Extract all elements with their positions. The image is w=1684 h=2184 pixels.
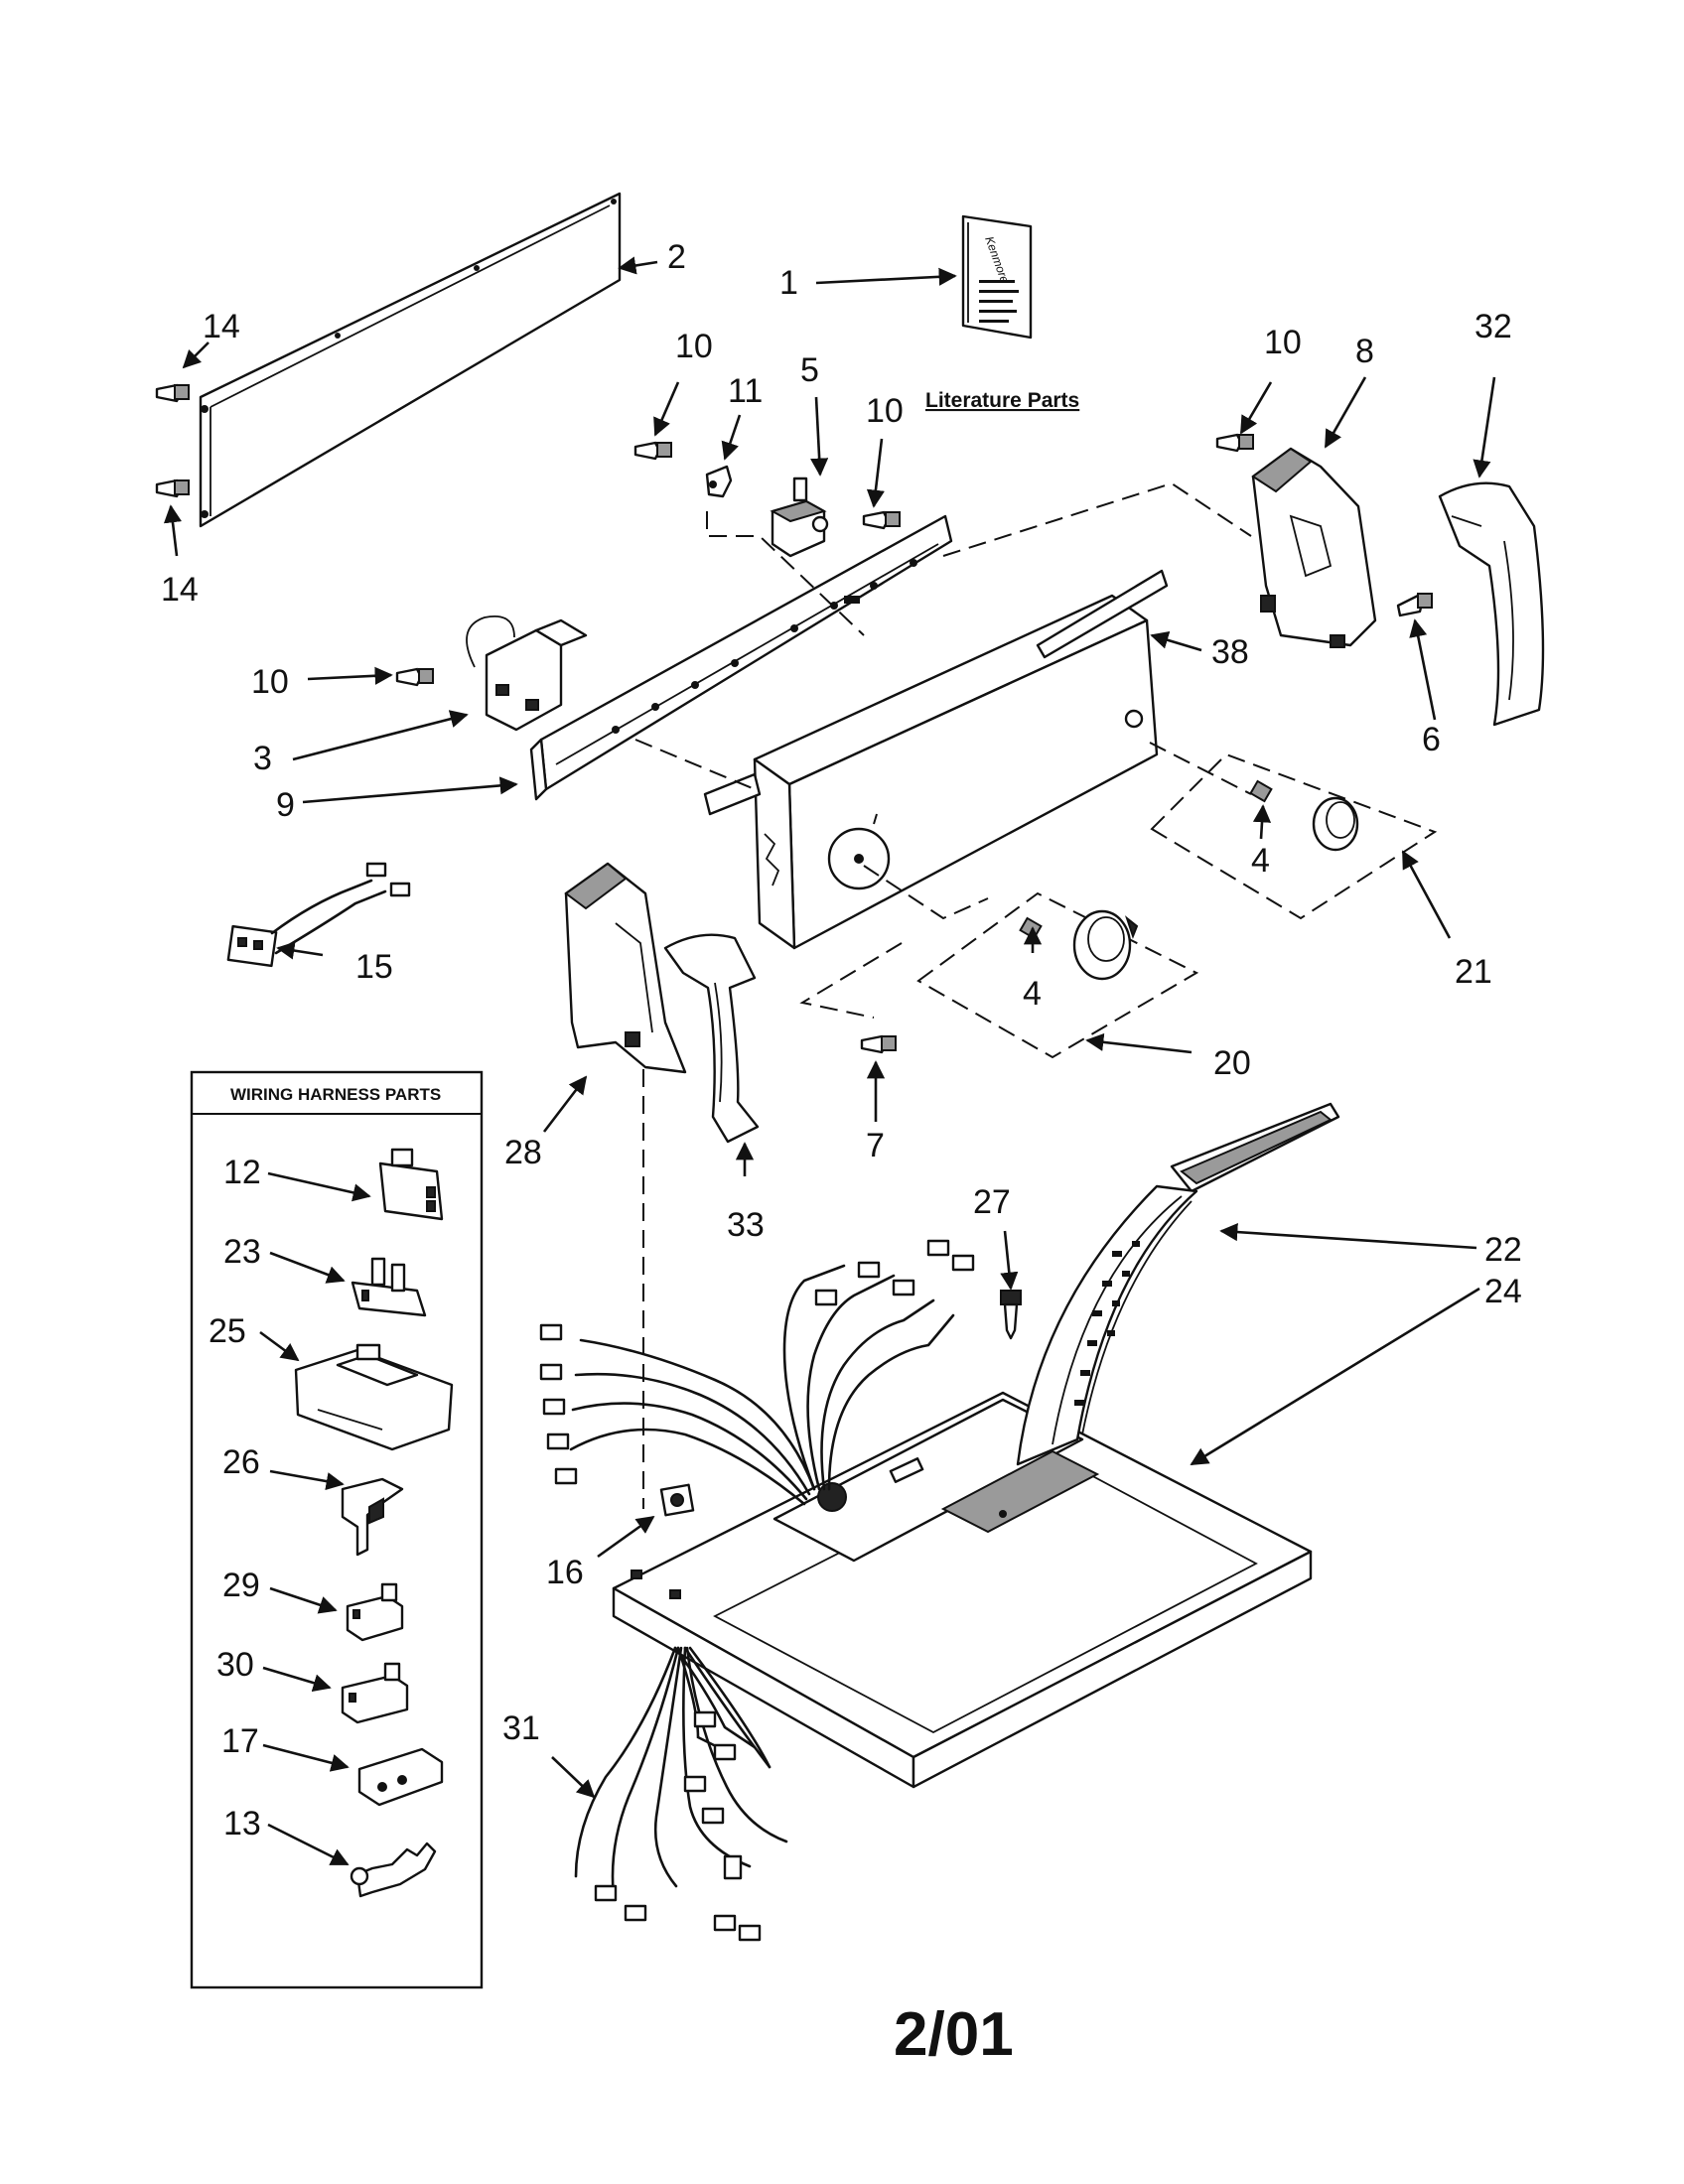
callout-7: 7	[866, 1127, 885, 1164]
screw-near-end-cap	[1215, 433, 1254, 453]
left-end-trim	[663, 933, 760, 1144]
top-assembly	[612, 1391, 1313, 1789]
callout-4-timer: 4	[1251, 842, 1270, 880]
connector-30	[341, 1662, 409, 1724]
screw-near-switch	[862, 510, 901, 530]
callout-22: 22	[1484, 1231, 1522, 1269]
callout-30: 30	[216, 1646, 254, 1684]
assembly-leader-lines	[634, 481, 1252, 1509]
terminal-13	[350, 1842, 437, 1898]
callout-15: 15	[355, 948, 393, 986]
rear-panel	[199, 192, 622, 528]
callout-25: 25	[209, 1312, 246, 1350]
callout-10-left: 10	[251, 663, 289, 701]
screw-near-motor-switch	[395, 667, 434, 687]
screw-end-cap-lower	[1396, 593, 1433, 617]
callout-10-right: 10	[1264, 324, 1302, 361]
callout-10-switch: 10	[866, 392, 904, 430]
right-end-trim	[1438, 481, 1545, 727]
cycle-knob-group	[916, 891, 1199, 1059]
callout-9: 9	[276, 786, 295, 824]
connector-29	[346, 1582, 404, 1642]
rear-panel-screw-lower	[155, 478, 190, 498]
callout-16: 16	[546, 1554, 584, 1591]
wiring-harness-box-title: WIRING HARNESS PARTS	[230, 1085, 441, 1104]
callout-4-cycle: 4	[1023, 975, 1042, 1013]
callout-3: 3	[253, 740, 272, 777]
callout-28: 28	[504, 1134, 542, 1171]
switch-module	[770, 477, 829, 558]
console-panel	[703, 569, 1169, 950]
screw-near-clip	[633, 441, 672, 461]
rear-panel-screw-upper	[155, 383, 190, 403]
wire-connector-harness	[226, 862, 411, 968]
callout-23: 23	[223, 1233, 261, 1271]
upper-wire-harness	[539, 1239, 975, 1506]
connector-12	[378, 1148, 444, 1221]
bumper	[659, 1483, 695, 1517]
callout-20: 20	[1213, 1044, 1251, 1082]
revision-date: 2/01	[894, 2000, 1014, 2069]
callout-27: 27	[973, 1183, 1011, 1221]
callout-numbers: 1 2 3 4 4 5 6 7 8 9 10 10 10 10 11 12 13…	[161, 238, 1522, 1843]
right-end-cap	[1251, 447, 1377, 648]
lint-duct	[1016, 1102, 1340, 1466]
callout-6: 6	[1422, 721, 1441, 758]
connector-26	[341, 1477, 404, 1557]
callout-26: 26	[222, 1443, 260, 1481]
console-bracket	[529, 514, 953, 801]
timer-knob-group	[1150, 752, 1438, 920]
wiring-harness-parts-box: WIRING HARNESS PARTS	[190, 1070, 484, 1989]
duct-screw	[1000, 1290, 1022, 1340]
callout-33: 33	[727, 1206, 765, 1244]
motor-switch	[466, 615, 588, 732]
callout-12: 12	[223, 1154, 261, 1191]
callout-1: 1	[779, 264, 798, 302]
literature-parts-label: Literature Parts	[925, 389, 1079, 412]
callout-11: 11	[728, 372, 763, 410]
callout-5: 5	[800, 351, 819, 389]
left-end-cap	[564, 862, 687, 1074]
callout-17: 17	[221, 1722, 259, 1760]
clip-bracket	[705, 465, 733, 498]
callout-14-top: 14	[203, 308, 240, 345]
callout-13: 13	[223, 1805, 261, 1843]
callout-24: 24	[1484, 1273, 1522, 1310]
callout-32: 32	[1474, 308, 1512, 345]
console-screw	[860, 1034, 897, 1054]
callout-14-bottom: 14	[161, 571, 199, 609]
callout-21: 21	[1455, 953, 1492, 991]
connector-25	[294, 1343, 454, 1451]
callout-31: 31	[502, 1709, 540, 1747]
callout-10-clip: 10	[675, 328, 713, 365]
literature-booklet: Kenmore	[961, 214, 1033, 340]
callout-38: 38	[1211, 633, 1249, 671]
callout-2: 2	[667, 238, 686, 276]
connector-23	[351, 1257, 427, 1317]
callout-arrows	[163, 256, 1496, 1866]
callout-8: 8	[1355, 333, 1374, 370]
connector-17	[357, 1747, 444, 1807]
callout-29: 29	[222, 1567, 260, 1604]
lower-wire-harness	[574, 1646, 788, 1942]
